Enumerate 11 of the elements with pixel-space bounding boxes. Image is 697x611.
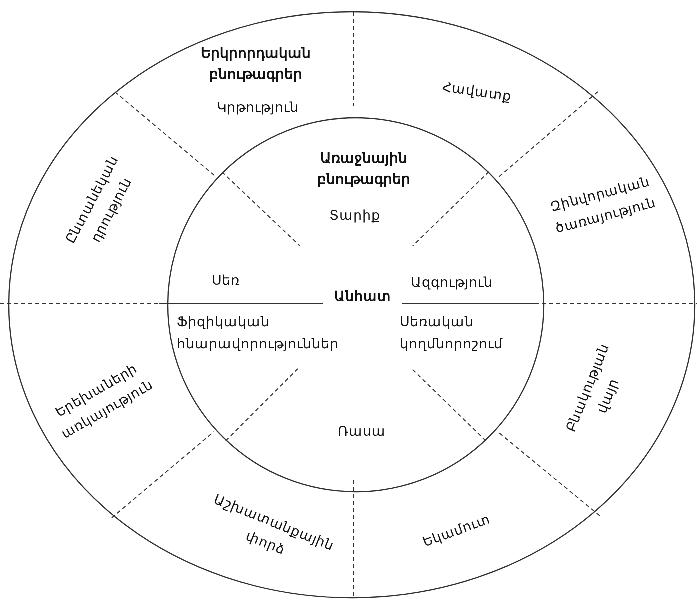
segment-label: Կրթություն	[216, 99, 300, 118]
segment-label: Հավատք	[440, 78, 514, 106]
segment-label: Ռասա	[337, 423, 387, 442]
center-label: Անհատ	[334, 288, 392, 306]
segment-label: Սեռական կողմնորոշում	[400, 313, 504, 354]
segment-label: Տարիք	[328, 207, 382, 226]
segment-label: Ֆիզիկական հնարավորություններ	[177, 313, 340, 354]
segment-label: Ազգություն	[410, 274, 494, 292]
section-heading: Երկրորդական բնութագրեր	[200, 46, 312, 85]
segment-label: Սեռ	[211, 272, 241, 290]
section-heading: Առաջնային բնութագրեր	[316, 151, 412, 190]
